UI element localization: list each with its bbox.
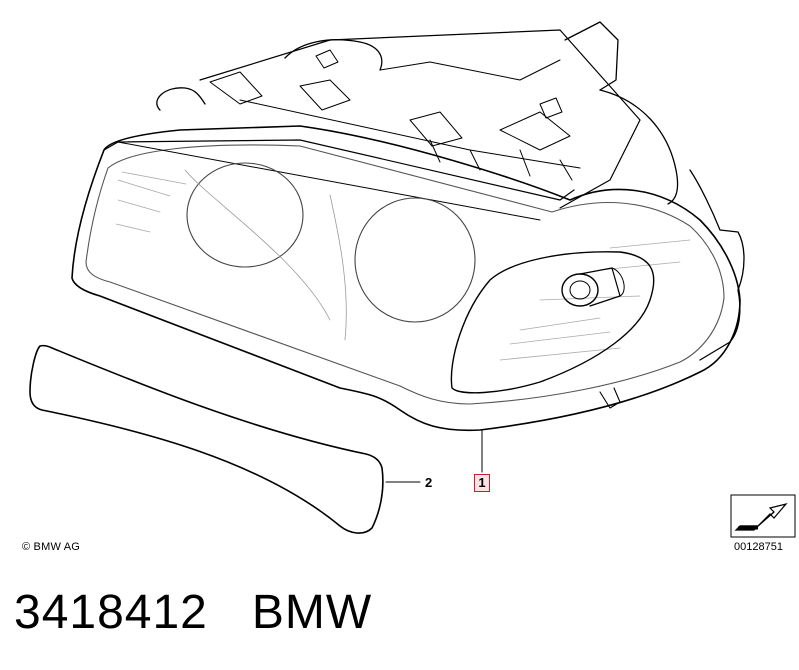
brand-name: BMW [251, 586, 373, 639]
copyright-notice: © BMW AG [22, 541, 80, 553]
trim-cover-part-2 [29, 344, 384, 534]
footer-caption: 3418412 BMW [14, 585, 372, 641]
headlight-exploded-diagram [29, 21, 745, 534]
reference-number: 00128751 [734, 541, 783, 553]
part-number: 3418412 [14, 586, 208, 639]
headlight-assembly-part-1 [71, 21, 745, 432]
orientation-arrow-icon [730, 494, 796, 538]
part-label-2: 2 [425, 475, 433, 490]
part-label-1: 1 [474, 474, 490, 492]
